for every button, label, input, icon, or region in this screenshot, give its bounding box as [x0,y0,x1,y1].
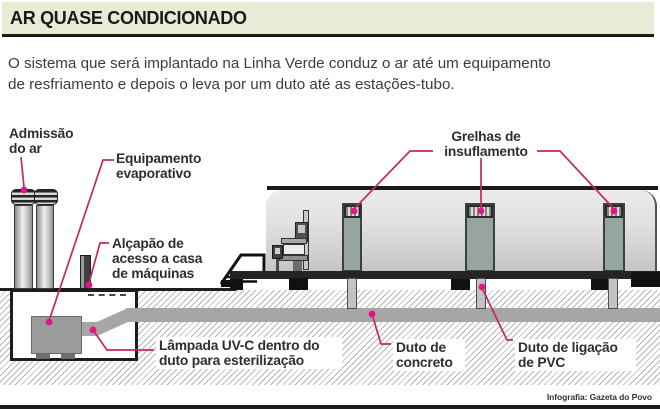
platform-support-5 [631,272,660,287]
label-machine-room-hatch: Alçapão de acesso a casa de máquinas [112,236,203,281]
ticket-desk-pedestal [293,261,302,271]
intake-pipe-right [36,205,54,289]
fare-gate-face [275,248,280,254]
platform-support-1 [230,279,243,290]
ground-surface-line [0,288,236,291]
intro-line-1: O sistema que será implantado na Linha V… [8,55,551,72]
equipment-foot-right [61,354,75,359]
bottom-rule [0,405,660,409]
pvc-riser-1 [347,278,357,309]
label-supply-grilles: Grelhas de insuflamento [444,129,528,159]
callout-line-machine-room-hatch [88,242,109,284]
credit-text: Infografia: Gazeta do Povo [546,392,652,402]
supply-grille-2 [467,205,493,218]
platform-support-3 [451,279,470,290]
platform-support-2 [289,278,308,290]
intake-cap-left [11,189,36,205]
station-tube-roof [267,186,658,190]
intake-pipe-left [14,205,33,289]
platform-support-4 [591,279,609,290]
ticket-desk-top [281,238,307,244]
platform-slab [230,271,660,279]
intro-line-2: de resfriamento e depois o leva por um d… [8,76,455,93]
under-platform-gap [230,279,660,290]
supply-grille-3 [605,205,623,218]
turnstile-screen [298,225,305,233]
pvc-riser-3 [608,278,618,309]
equipment-foot-left [36,354,50,359]
callout-line-air-intake [20,156,25,188]
intro-paragraph: O sistema que será implantado na Linha V… [8,53,656,95]
label-uv-lamp: Lâmpada UV-C dentro do duto para esteril… [156,337,342,369]
fare-gate-pole [276,259,279,271]
hatch-opening-dashed-line [88,294,126,296]
evaporative-equipment-box [31,316,82,354]
page-title: AR QUASE CONDICIONADO [10,7,247,28]
header-bar: AR QUASE CONDICIONADO [2,2,654,37]
label-pvc-duct: Duto de ligação de PVC [515,339,636,371]
supply-grille-1 [344,205,361,218]
label-air-intake: Admissão do ar [9,126,74,156]
ticket-desk-body [283,244,305,255]
label-concrete-duct: Duto de concreto [393,339,465,371]
access-hatch-door [80,255,91,289]
pvc-riser-2 [476,278,486,309]
label-evaporative-unit: Equipamento evaporativo [116,151,202,181]
station-tube-body [266,190,657,272]
intake-cap-right [34,189,58,205]
